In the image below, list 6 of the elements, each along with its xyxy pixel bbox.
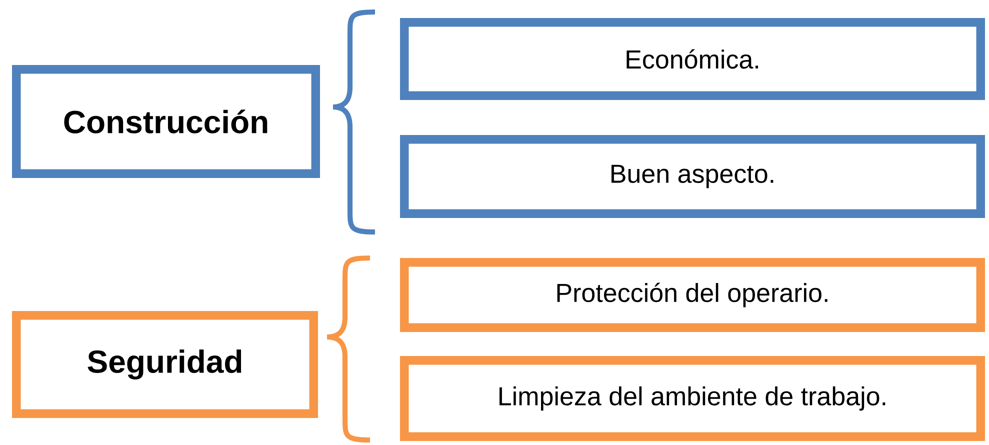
item-box: Económica. bbox=[400, 18, 985, 100]
category-box: Seguridad bbox=[12, 311, 318, 418]
item-box: Buen aspecto. bbox=[400, 135, 985, 218]
item-box: Limpieza del ambiente de trabajo. bbox=[400, 356, 985, 441]
category-box: Construcción bbox=[12, 65, 320, 178]
item-box: Protección del operario. bbox=[400, 258, 985, 332]
